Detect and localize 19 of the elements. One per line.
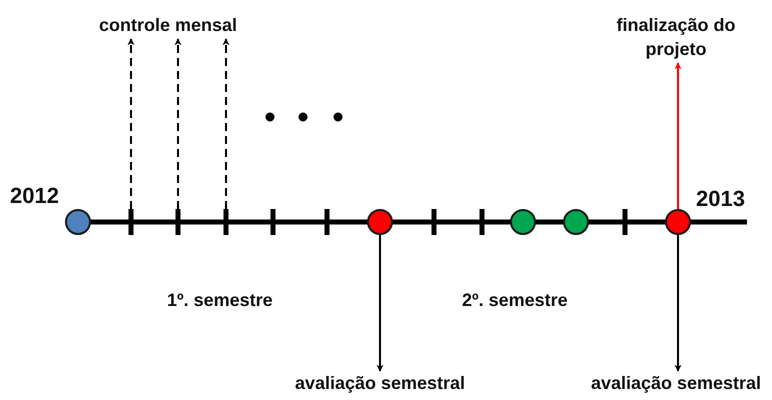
milestone-label: controle mensal	[93, 13, 243, 39]
year-label: 2012	[10, 183, 59, 209]
milestone-marker	[563, 209, 589, 235]
milestone-label: finalização do projeto	[611, 13, 741, 63]
dashed-arrow	[174, 38, 182, 209]
milestone-label: avaliação semestral	[584, 371, 768, 397]
milestone-label: avaliação semestral	[288, 371, 472, 397]
year-label: 2013	[696, 186, 745, 212]
milestone-marker	[65, 209, 91, 235]
arrow	[674, 235, 682, 372]
milestone-marker	[510, 209, 536, 235]
milestone-marker	[367, 209, 393, 235]
period-label: 2º. semestre	[462, 290, 568, 311]
arrow	[376, 235, 384, 372]
dashed-arrow	[128, 38, 134, 209]
dashed-arrow	[222, 38, 230, 209]
period-label: 1º. semestre	[167, 290, 273, 311]
milestone-marker	[665, 209, 691, 235]
arrow	[674, 62, 682, 209]
